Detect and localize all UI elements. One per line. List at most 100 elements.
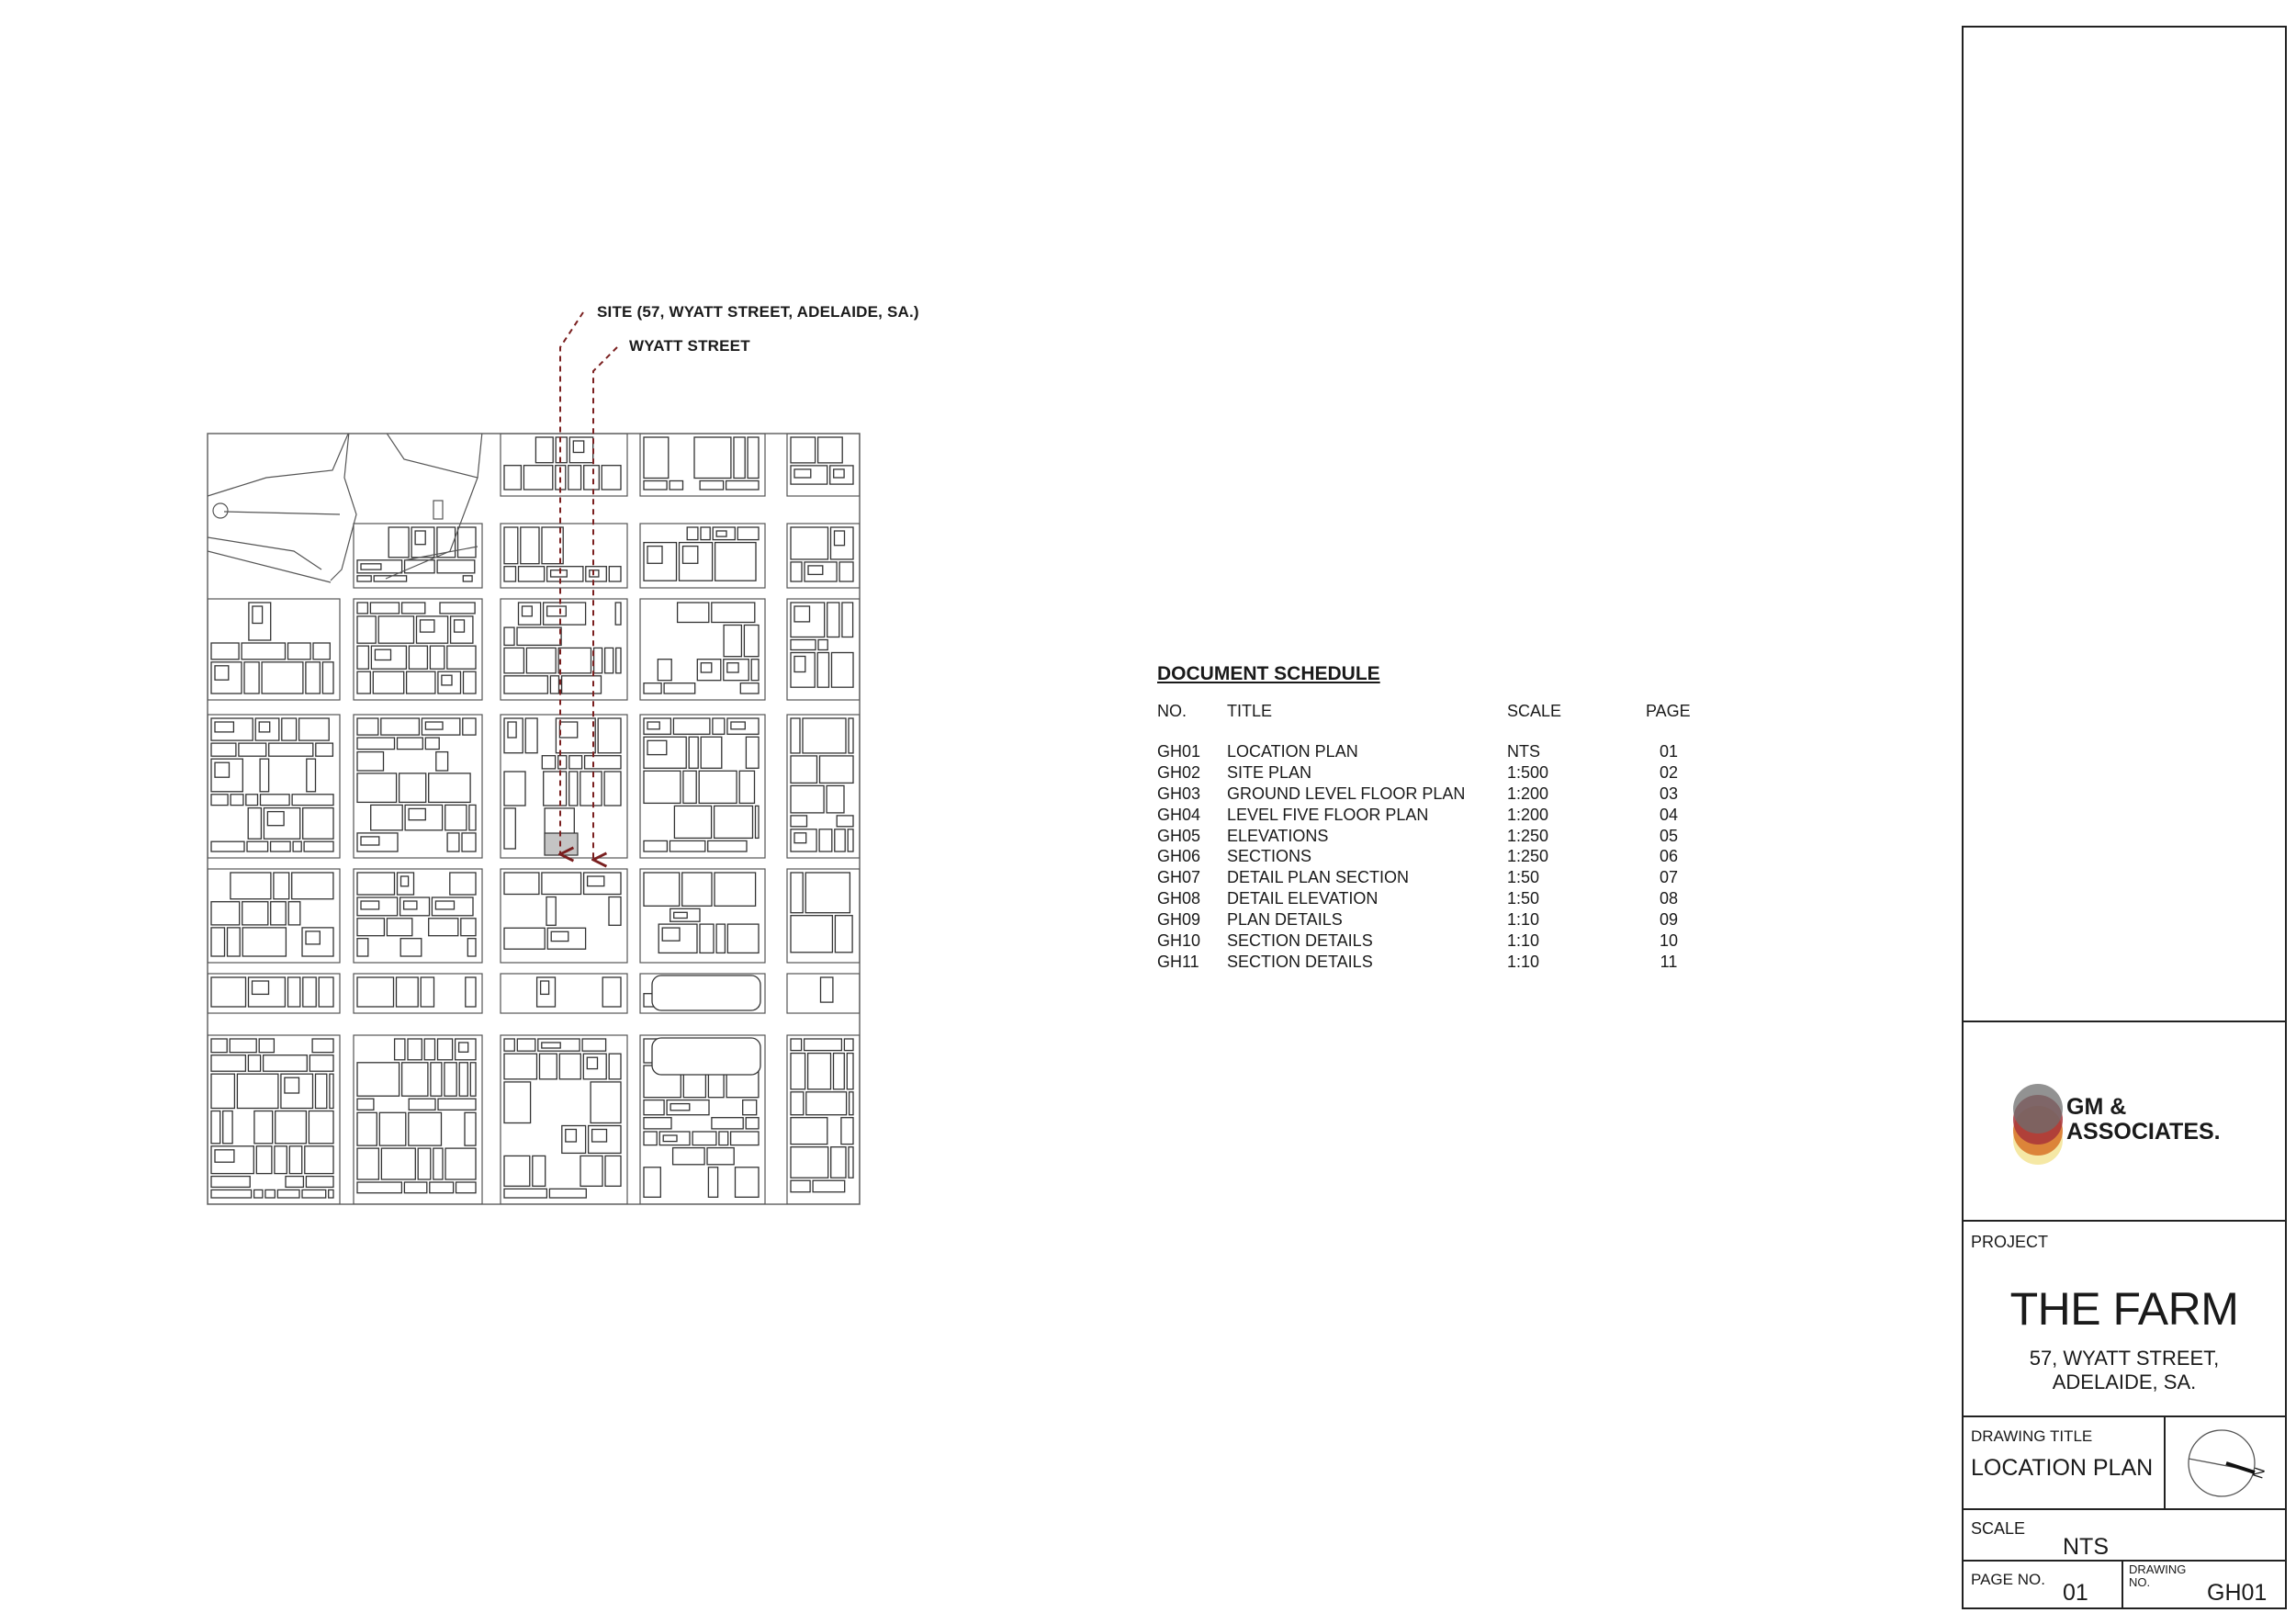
building — [535, 976, 557, 1008]
building — [666, 1099, 710, 1116]
city-block — [208, 598, 341, 701]
city-block — [639, 1034, 766, 1204]
building — [829, 465, 854, 485]
building — [449, 615, 474, 644]
building — [686, 526, 699, 541]
building — [210, 661, 242, 694]
schedule-heading: DOCUMENT SCHEDULE — [1157, 663, 1380, 684]
building — [356, 615, 377, 644]
building — [242, 927, 287, 957]
building — [454, 1038, 477, 1061]
building — [692, 1131, 717, 1146]
building — [395, 976, 419, 1008]
drawing-no-label-line2: NO. — [2129, 1575, 2151, 1589]
building — [210, 1145, 254, 1175]
building — [803, 1038, 843, 1052]
building — [696, 659, 722, 682]
building — [503, 1155, 531, 1187]
building — [643, 436, 670, 479]
building — [550, 930, 569, 942]
building — [503, 807, 516, 850]
building — [356, 575, 372, 582]
building — [546, 896, 557, 926]
building — [280, 1073, 314, 1110]
building — [643, 770, 681, 805]
building — [210, 1189, 253, 1199]
building — [743, 624, 760, 658]
building — [402, 900, 418, 910]
building — [557, 755, 568, 770]
building — [698, 770, 737, 805]
site-callout-label: SITE (57, WYATT STREET, ADELAIDE, SA.) — [597, 303, 919, 321]
city-block — [786, 973, 860, 1014]
row-scale: 1:250 — [1507, 826, 1549, 845]
building — [503, 1081, 532, 1124]
building — [405, 671, 436, 694]
building — [370, 645, 408, 670]
building — [643, 1131, 658, 1146]
building — [603, 647, 614, 674]
building — [429, 1181, 455, 1194]
building — [210, 1038, 228, 1054]
building — [754, 805, 760, 840]
building — [411, 526, 435, 558]
building — [516, 626, 562, 647]
row-title: LEVEL FIVE FLOOR PLAN — [1227, 805, 1429, 824]
building — [643, 736, 687, 769]
building — [846, 1052, 854, 1090]
building — [305, 1175, 334, 1189]
city-block — [786, 598, 860, 701]
row-scale: 1:10 — [1507, 952, 1540, 971]
building — [718, 1131, 729, 1146]
building — [602, 976, 622, 1008]
building — [242, 901, 269, 926]
building — [608, 566, 622, 582]
building — [461, 832, 477, 852]
building — [826, 784, 845, 814]
drawing-no-label-line1: DRAWING — [2129, 1562, 2187, 1576]
city-block — [639, 598, 766, 701]
building — [287, 642, 311, 660]
building — [399, 897, 431, 917]
row-title: PLAN DETAILS — [1227, 910, 1343, 930]
building — [604, 1155, 622, 1187]
building — [373, 575, 408, 582]
building — [398, 773, 427, 804]
building — [601, 465, 622, 491]
building — [790, 638, 816, 651]
building — [517, 602, 542, 626]
building — [555, 436, 568, 464]
building — [462, 575, 473, 582]
row-page: 11 — [1660, 952, 1678, 971]
building — [546, 927, 587, 950]
building — [270, 901, 287, 926]
building — [436, 1038, 454, 1061]
building — [541, 1042, 561, 1049]
building — [360, 563, 382, 570]
row-title: SITE PLAN — [1227, 762, 1312, 782]
building — [321, 661, 334, 694]
building — [582, 872, 622, 896]
building — [258, 1038, 276, 1054]
row-page: 07 — [1659, 868, 1679, 887]
city-block — [353, 598, 483, 701]
page-no-label: PAGE NO. — [1971, 1571, 2045, 1588]
firm-name-line2: ASSOCIATES. — [2066, 1119, 2221, 1145]
building — [446, 645, 477, 670]
city-block — [786, 1034, 860, 1204]
building — [793, 655, 806, 673]
building — [592, 647, 603, 674]
row-title: LOCATION PLAN — [1227, 742, 1358, 761]
building — [315, 742, 334, 757]
building — [699, 479, 725, 491]
city-block — [786, 523, 860, 589]
building — [284, 1077, 300, 1094]
building — [408, 807, 426, 821]
city-block — [639, 973, 766, 1014]
building — [302, 976, 317, 1008]
building — [541, 872, 582, 896]
building — [356, 1098, 375, 1111]
building — [230, 794, 244, 806]
building — [816, 436, 843, 464]
